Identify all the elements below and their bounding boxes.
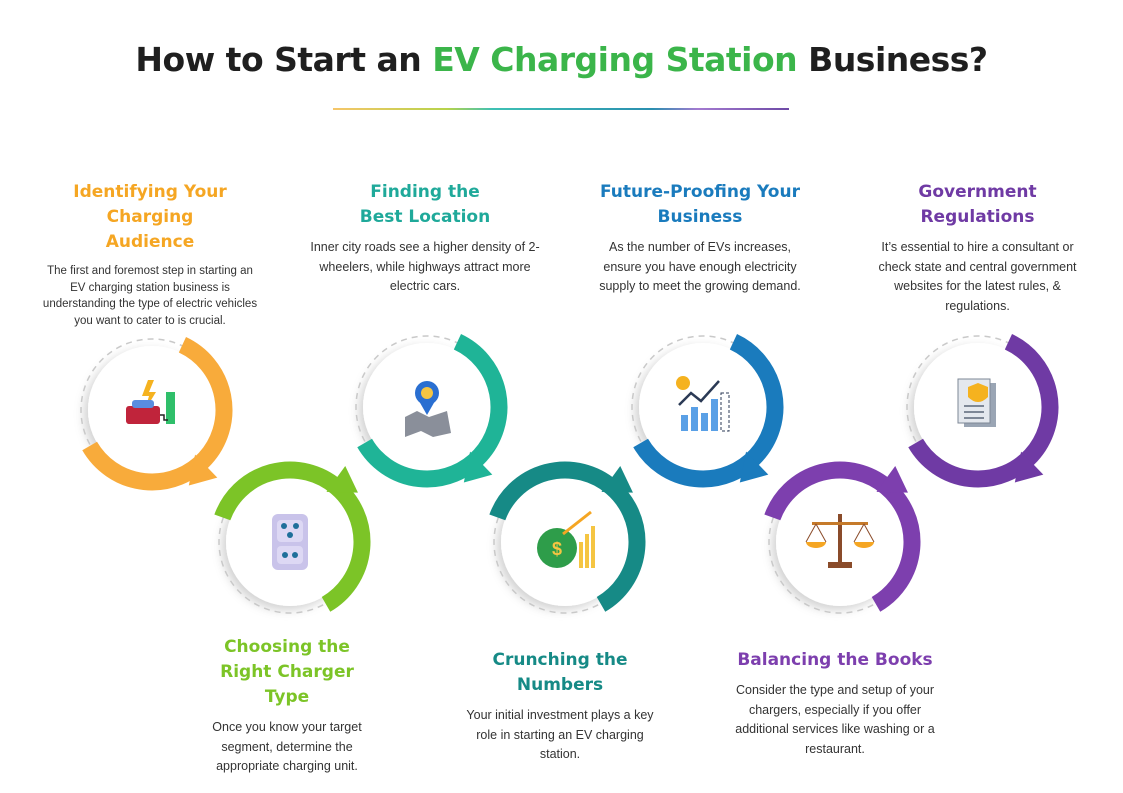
step-4-circle: $ (489, 461, 646, 614)
step-2-circle (214, 461, 371, 614)
arrow-head-icon (1014, 451, 1044, 483)
step-5-circle (631, 334, 784, 488)
arrow-head-icon (188, 454, 218, 486)
circle-disk (639, 343, 767, 471)
step-title: Identifying Your Charging Audience (73, 182, 227, 252)
legal-document-icon (957, 378, 996, 427)
step-title: Finding the Best Location (359, 182, 491, 227)
growth-chart-icon (676, 376, 730, 432)
step-4-text: Crunching the Numbers Your initial inves… (450, 648, 670, 765)
step-title: Crunching the Numbers (492, 650, 628, 695)
gradient-divider (333, 108, 789, 110)
arrow-head-icon (739, 451, 769, 483)
step-6-circle (764, 461, 921, 614)
step-description: As the number of EVs increases, ensure y… (599, 240, 801, 293)
step-3-circle (355, 334, 508, 488)
step-description: The first and foremost step in starting … (42, 265, 258, 327)
step-3-text: Finding the Best Location Inner city roa… (305, 180, 545, 297)
step-description: Inner city roads see a higher density of… (310, 240, 540, 293)
page-title: How to Start an EV Charging Station Busi… (135, 40, 988, 79)
progress-arc (633, 334, 784, 488)
arrow-head-icon (326, 465, 358, 493)
arrow-head-icon (601, 465, 633, 493)
step-title: Future-Proofing Your Business (600, 182, 800, 227)
step-description: Consider the type and setup of your char… (735, 683, 935, 756)
step-description: Your initial investment plays a key role… (466, 708, 654, 761)
progress-arc (908, 334, 1059, 488)
progress-arc (82, 337, 233, 491)
ev-car-charging-icon (126, 380, 175, 424)
power-socket-icon (272, 514, 308, 570)
step-1-circle (80, 337, 233, 491)
step-6-text: Balancing the Books Consider the type an… (725, 648, 945, 759)
step-description: Once you know your target segment, deter… (212, 720, 362, 773)
arrow-head-icon (876, 465, 908, 493)
step-title: Balancing the Books (737, 650, 933, 670)
arrow-head-icon (463, 451, 493, 483)
step-7-text: Government Regulations It’s essential to… (865, 180, 1090, 316)
step-7-circle (906, 334, 1059, 488)
step-title: Choosing the Right Charger Type (220, 637, 354, 707)
map-location-pin-icon (405, 381, 451, 437)
step-2-text: Choosing the Right Charger Type Once you… (192, 635, 382, 777)
step-description: It’s essential to hire a consultant or c… (878, 240, 1077, 313)
step-1-text: Identifying Your Charging Audience The f… (40, 180, 260, 329)
balance-scale-icon (805, 514, 875, 568)
progress-arc (357, 334, 508, 488)
step-title: Government Regulations (918, 182, 1037, 227)
money-bag-growth-icon: $ (537, 510, 595, 568)
step-5-text: Future-Proofing Your Business As the num… (590, 180, 810, 297)
svg-text:$: $ (552, 539, 562, 559)
